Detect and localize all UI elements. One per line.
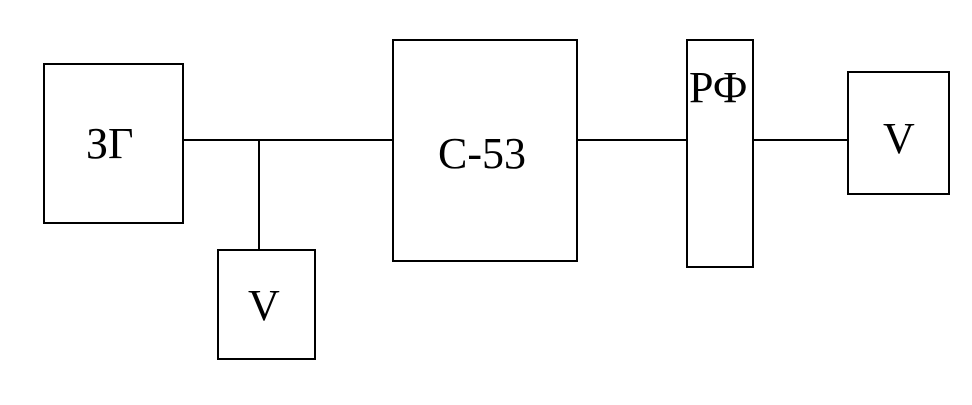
- voltmeter-input-block: [217, 249, 316, 360]
- wire-device-to-filter: [576, 139, 688, 141]
- wire-branch-to-voltmeter: [258, 139, 260, 250]
- voltmeter-output-block: [847, 71, 950, 195]
- wire-generator-to-device: [183, 139, 394, 141]
- device-label: С-53: [438, 129, 526, 178]
- generator-label: ЗГ: [86, 119, 134, 168]
- generator-block: [43, 63, 184, 224]
- voltmeter-input-label: V: [248, 281, 280, 330]
- device-block: [392, 39, 578, 262]
- voltmeter-output-label: V: [883, 114, 915, 163]
- filter-label: РФ: [689, 63, 748, 112]
- filter-block: [686, 39, 754, 268]
- wire-filter-to-voltmeter: [752, 139, 849, 141]
